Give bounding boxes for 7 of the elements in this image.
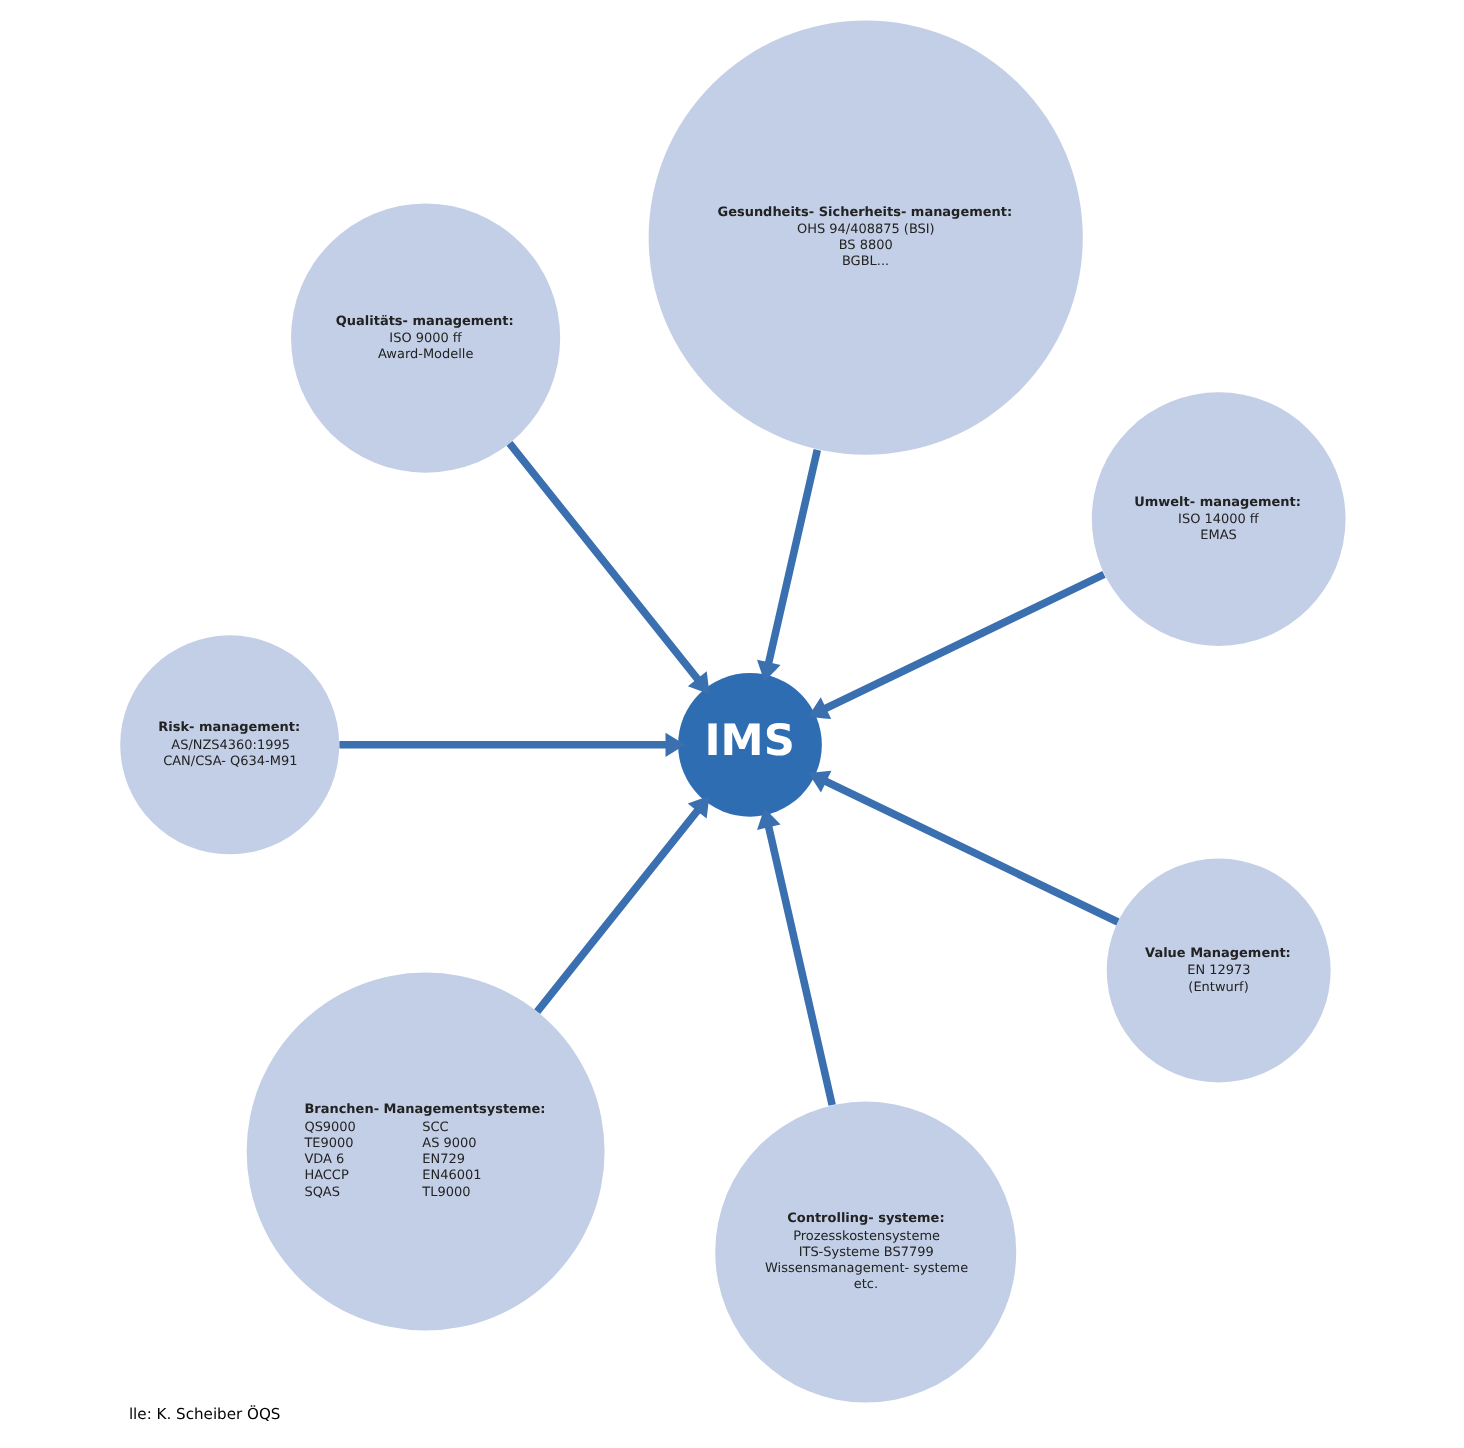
arrow bbox=[756, 808, 835, 1106]
arrow bbox=[807, 570, 1105, 720]
arrow bbox=[807, 770, 1119, 926]
arrow bbox=[338, 732, 685, 757]
arrow bbox=[533, 795, 709, 1014]
arrow bbox=[505, 441, 709, 695]
arrow bbox=[756, 448, 820, 682]
